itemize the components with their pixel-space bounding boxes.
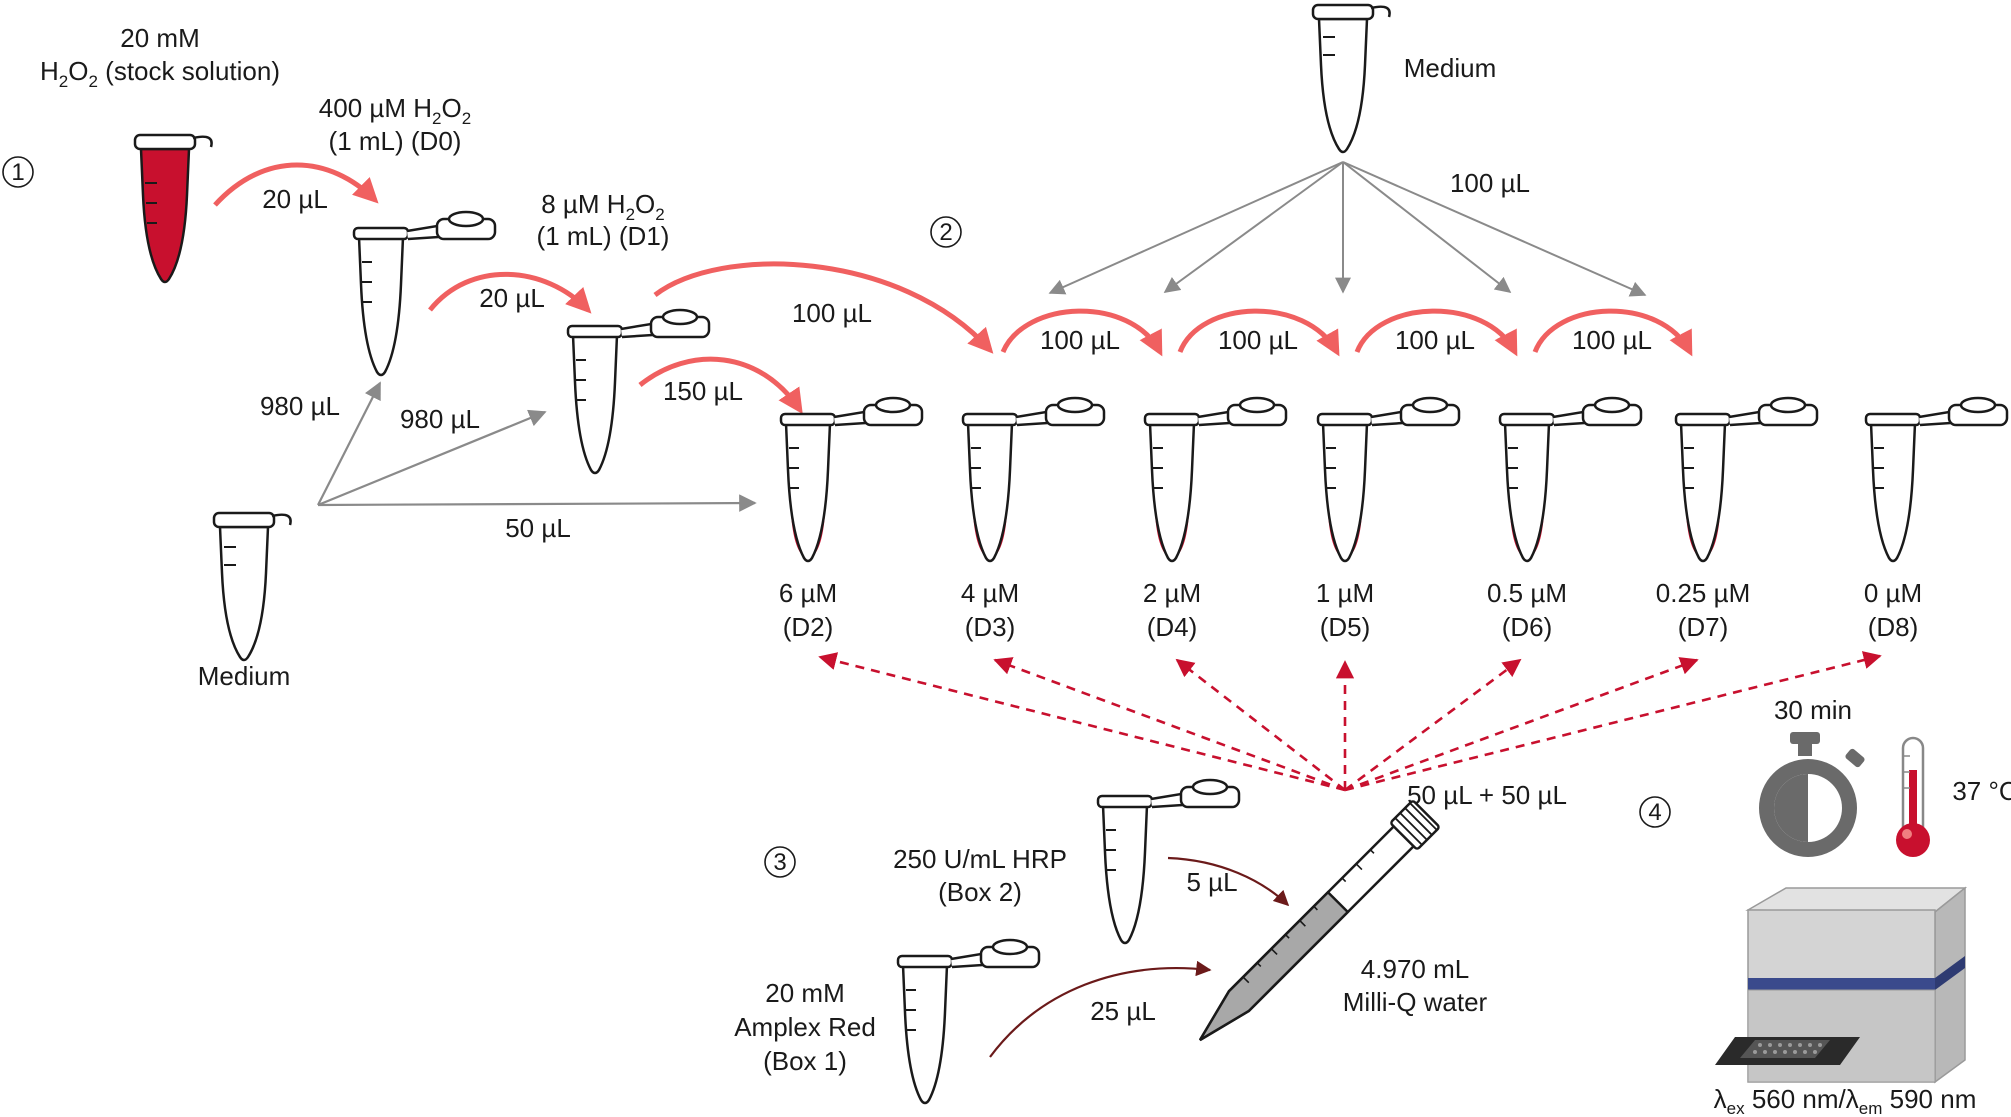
arrow-d0-to-d1 xyxy=(428,271,592,314)
stopwatch-icon xyxy=(1759,732,1865,857)
vol-hrp: 5 µL xyxy=(1186,867,1237,897)
vol-serial-4: 100 µL xyxy=(1572,325,1652,355)
stock-name: H2O2 (stock solution) xyxy=(40,56,280,91)
thermometer-icon xyxy=(1896,736,1930,857)
vol-serial-1: 100 µL xyxy=(1040,325,1120,355)
step-4-marker: 4 xyxy=(1639,796,1671,828)
tube-d3-conc: 4 µM xyxy=(961,578,1019,608)
stock-concentration: 20 mM xyxy=(120,23,199,53)
tube-d8-id: (D8) xyxy=(1868,612,1919,642)
tube-d2-id: (D2) xyxy=(783,612,834,642)
vol-medium-to-d0: 980 µL xyxy=(260,391,340,421)
amplex-box: (Box 1) xyxy=(763,1046,847,1076)
step-4-label: 4 xyxy=(1648,799,1661,826)
arrow-hrp-to-falcon xyxy=(1167,856,1290,907)
step-1-label: 1 xyxy=(11,159,24,186)
dilution-tube-d3 xyxy=(961,396,1106,563)
dilution-tube-d7 xyxy=(1674,396,1819,563)
tube-d7-conc: 0.25 µM xyxy=(1656,578,1750,608)
readout-wavelengths: λex 560 nm/λem 590 nm xyxy=(1714,1084,1977,1117)
hrp-tube xyxy=(1096,778,1241,945)
arrow-d1-to-d2 xyxy=(638,356,803,415)
arrow-medium-to-d0 xyxy=(317,381,381,506)
medium-top-label: Medium xyxy=(1404,53,1496,83)
vol-d0-to-d1: 20 µL xyxy=(479,283,545,313)
tube-d8-conc: 0 µM xyxy=(1864,578,1922,608)
amplex-label: Amplex Red xyxy=(734,1012,876,1042)
vol-medium-top-dist: 100 µL xyxy=(1450,168,1530,198)
hrp-label: 250 U/mL HRP xyxy=(893,844,1067,874)
vol-medium-to-d2: 50 µL xyxy=(505,513,571,543)
d1-tube xyxy=(566,308,711,475)
step-2-label: 2 xyxy=(939,219,952,246)
step-3-label: 3 xyxy=(773,849,786,876)
vol-d1-to-d2: 150 µL xyxy=(663,376,743,406)
tube-d6-id: (D6) xyxy=(1502,612,1553,642)
tube-d5-id: (D5) xyxy=(1320,612,1371,642)
step-1-marker: 1 xyxy=(2,156,34,188)
arrow-stock-to-d0 xyxy=(213,162,379,207)
incubation-time: 30 min xyxy=(1774,695,1852,725)
vol-serial-3: 100 µL xyxy=(1395,325,1475,355)
arrow-serial-d3-d4 xyxy=(1000,308,1163,357)
falcon-tube xyxy=(1198,800,1440,1042)
reagent-distribution-arrows xyxy=(818,651,1882,792)
d1-volume-id: (1 mL) (D1) xyxy=(537,221,670,251)
vol-amplex: 25 µL xyxy=(1090,996,1156,1026)
incubation-temp: 37 °C xyxy=(1952,776,2011,806)
vol-stock-to-d0: 20 µL xyxy=(262,184,328,214)
arrow-medium-to-d2 xyxy=(317,494,757,512)
step-2-marker: 2 xyxy=(930,216,962,248)
arrow-serial-d6-d7 xyxy=(1532,308,1693,357)
medium-left-label: Medium xyxy=(198,661,290,691)
step-3-marker: 3 xyxy=(764,846,796,878)
medium-tube-left xyxy=(212,511,292,662)
dilution-tube-d4 xyxy=(1143,396,1288,563)
vol-reagent-to-wells: 50 µL + 50 µL xyxy=(1407,780,1567,810)
water-label: Milli-Q water xyxy=(1343,987,1488,1017)
hrp-box: (Box 2) xyxy=(938,877,1022,907)
amplex-concentration: 20 mM xyxy=(765,978,844,1008)
tube-d3-id: (D3) xyxy=(965,612,1016,642)
tube-d6-conc: 0.5 µM xyxy=(1487,578,1567,608)
tube-d2-conc: 6 µM xyxy=(779,578,837,608)
arrow-medium-to-d1 xyxy=(317,409,547,507)
d0-label: 400 µM H2O2 xyxy=(319,93,471,128)
vol-medium-to-d1: 980 µL xyxy=(400,404,480,434)
dilution-tube-d5 xyxy=(1316,396,1461,563)
vol-d1-to-d3: 100 µL xyxy=(792,298,872,328)
d1-label: 8 µM H2O2 xyxy=(541,189,665,224)
arrow-serial-d4-d5 xyxy=(1177,308,1340,357)
tube-d7-id: (D7) xyxy=(1678,612,1729,642)
d0-volume-id: (1 mL) (D0) xyxy=(329,126,462,156)
vol-serial-2: 100 µL xyxy=(1218,325,1298,355)
water-volume: 4.970 mL xyxy=(1361,954,1469,984)
arrow-serial-d5-d6 xyxy=(1354,308,1518,357)
arrow-d1-to-d3 xyxy=(653,261,994,354)
medium-tube-top xyxy=(1311,3,1391,154)
dilution-tube-d6 xyxy=(1498,396,1643,563)
amplex-tube xyxy=(896,938,1041,1105)
tube-d5-conc: 1 µM xyxy=(1316,578,1374,608)
arrow-amplex-to-falcon xyxy=(989,960,1212,1058)
d0-tube xyxy=(352,210,497,377)
tube-d4-conc: 2 µM xyxy=(1143,578,1201,608)
dilution-tube-d8 xyxy=(1864,396,2009,563)
dilution-tube-d2 xyxy=(779,396,924,563)
plate-reader-icon xyxy=(1715,886,1968,1084)
stock-tube xyxy=(133,133,213,284)
medium-distribution-arrows xyxy=(1048,161,1647,297)
tube-d4-id: (D4) xyxy=(1147,612,1198,642)
